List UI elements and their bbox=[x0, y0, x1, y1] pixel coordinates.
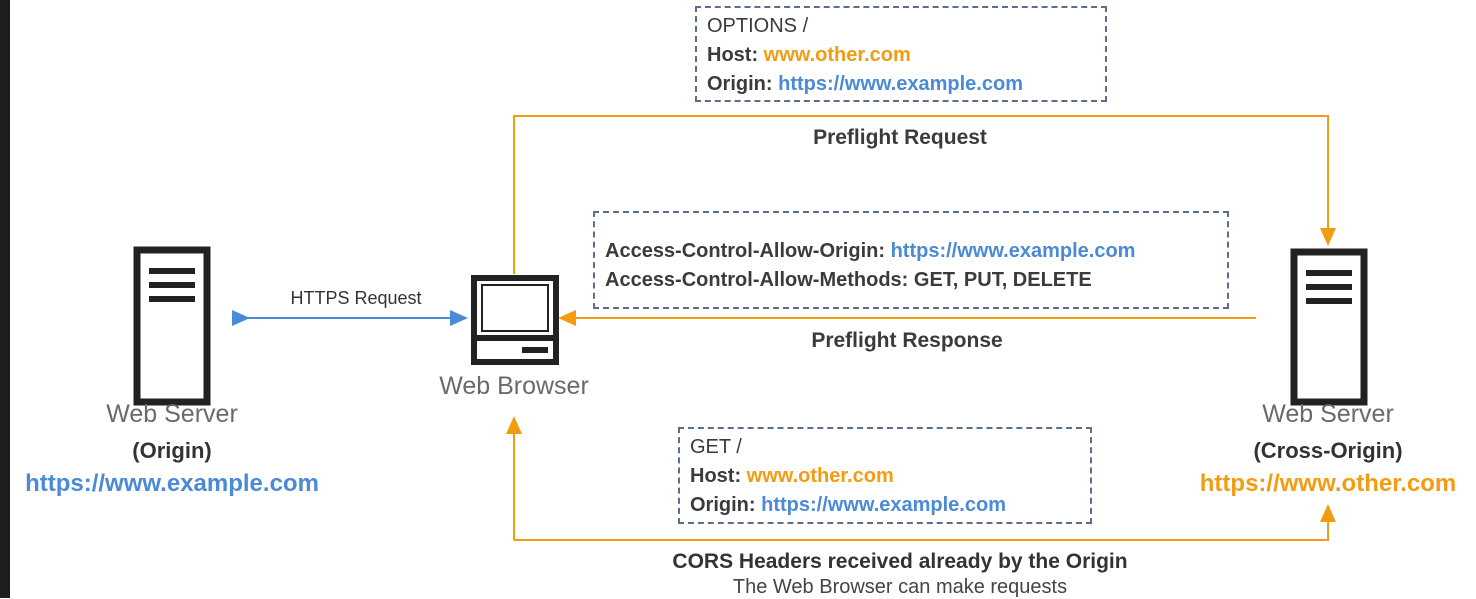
host-key: Host: bbox=[707, 44, 759, 66]
preflight-request-arrow bbox=[513, 115, 1336, 274]
browser-title: Web Browser bbox=[439, 372, 589, 400]
computer-icon bbox=[471, 275, 559, 365]
can-make-requests-label: The Web Browser can make requests bbox=[732, 576, 1068, 598]
preflight-response-label: Preflight Response bbox=[811, 329, 1003, 352]
host-value: www.other.com bbox=[763, 44, 911, 66]
origin-server-title: Web Server bbox=[106, 400, 238, 428]
get-origin-key: Origin: bbox=[690, 494, 756, 516]
allow-origin-value: https://www.example.com bbox=[890, 240, 1136, 262]
actual-request-arrow bbox=[514, 504, 1336, 541]
get-origin-value: https://www.example.com bbox=[761, 494, 1006, 516]
options-request-box: OPTIONS / Host: www.other.com Origin: ht… bbox=[695, 6, 1107, 102]
origin-server-url: https://www.example.com bbox=[25, 470, 319, 497]
cross-server-url: https://www.other.com bbox=[1199, 470, 1457, 497]
get-line: GET / bbox=[690, 436, 742, 458]
get-request-box: GET / Host: www.other.com Origin: https:… bbox=[678, 427, 1092, 524]
server-icon-origin bbox=[133, 246, 211, 406]
get-host-value: www.other.com bbox=[746, 465, 894, 487]
options-line: OPTIONS / bbox=[707, 15, 809, 37]
origin-key: Origin: bbox=[707, 73, 773, 95]
left-edge-strip bbox=[0, 0, 10, 598]
get-host-key: Host: bbox=[690, 465, 742, 487]
origin-server-subtitle: (Origin) bbox=[132, 438, 212, 463]
preflight-headers-box: Access-Control-Allow-Origin: https://www… bbox=[593, 211, 1229, 309]
allow-origin-key: Access-Control-Allow-Origin: bbox=[605, 240, 886, 262]
origin-value: https://www.example.com bbox=[778, 73, 1023, 95]
https-request-label: HTTPS Request bbox=[290, 288, 422, 308]
cross-server-subtitle: (Cross-Origin) bbox=[1253, 438, 1403, 463]
cors-received-label: CORS Headers received already by the Ori… bbox=[672, 550, 1128, 573]
cross-server-title: Web Server bbox=[1262, 400, 1394, 428]
allow-methods-line: Access-Control-Allow-Methods: GET, PUT, … bbox=[605, 269, 1092, 291]
server-icon-cross-origin bbox=[1290, 248, 1368, 406]
preflight-request-label: Preflight Request bbox=[813, 126, 987, 149]
